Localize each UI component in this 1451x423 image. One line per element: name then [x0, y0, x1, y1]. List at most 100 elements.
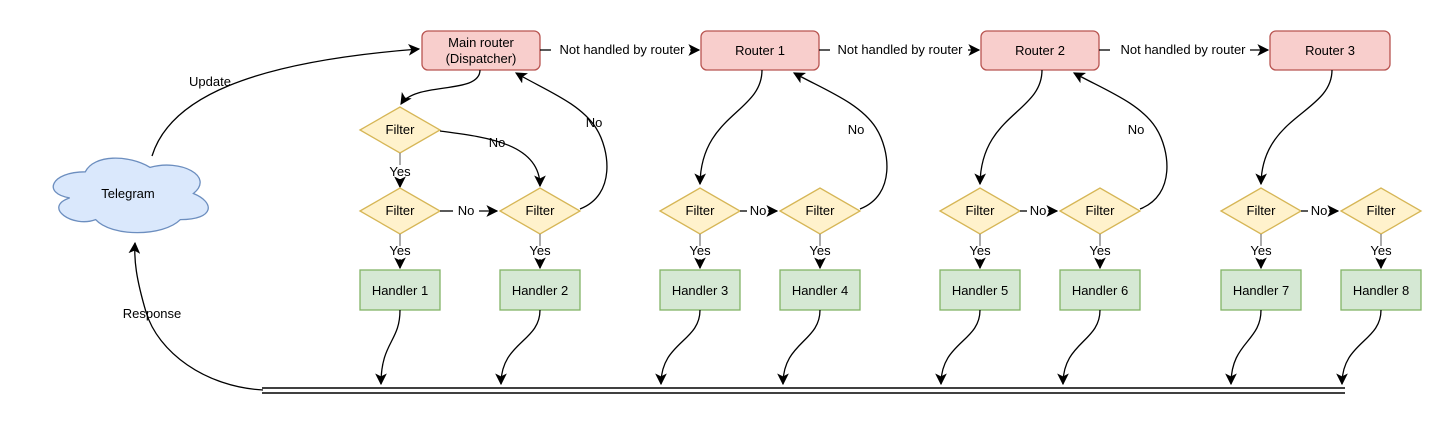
router3-filters-no-edge: No: [1301, 203, 1340, 218]
handler-3-node: Handler 3: [659, 269, 741, 311]
router-1-node: Router 1: [700, 30, 820, 71]
update-arrow: [151, 43, 421, 157]
router2-filters-no-edge: No: [1020, 203, 1059, 218]
router1-right-filter-diamond: [778, 187, 862, 235]
yes-label: Yes: [529, 243, 551, 258]
handler-4-box: [779, 269, 861, 311]
router1-no-loopback-edge: No: [792, 72, 888, 210]
not-handled-label-3: Not handled by router: [1120, 42, 1246, 57]
handler-1-label: Handler 1: [372, 283, 428, 298]
no-label: No: [489, 135, 506, 150]
handler-2-drop-edge: [495, 309, 541, 386]
filter-label: Filter: [1086, 203, 1116, 218]
no-curve: [439, 130, 546, 188]
handler-3-box: [659, 269, 741, 311]
handler-4-label: Handler 4: [792, 283, 848, 298]
handler-8-box: [1340, 269, 1422, 311]
handler-5-node: Handler 5: [939, 269, 1021, 311]
handler-2-label: Handler 2: [512, 283, 568, 298]
main-no-loopback-edge: No: [514, 72, 608, 210]
yes-label: Yes: [1250, 243, 1272, 258]
handler-7-label: Handler 7: [1233, 283, 1289, 298]
handler-3-label: Handler 3: [672, 283, 728, 298]
router1-filters-no-edge: No: [740, 203, 779, 218]
yes-label: Yes: [809, 243, 831, 258]
telegram-label: Telegram: [101, 186, 154, 201]
router1-left-filter-node: Filter: [658, 187, 742, 235]
handler-6-box: [1059, 269, 1141, 311]
response-label: Response: [123, 306, 182, 321]
router-1-label: Router 1: [735, 43, 785, 58]
filter-label: Filter: [1247, 203, 1277, 218]
router-2-label: Router 2: [1015, 43, 1065, 58]
main-router-node: Main router (Dispatcher): [421, 30, 541, 71]
main-router-label-line2: (Dispatcher): [446, 51, 517, 66]
handler-7-box: [1220, 269, 1302, 311]
router-2-node: Router 2: [980, 30, 1100, 71]
handler-1-box: [359, 269, 441, 311]
main-router-label-line1: Main router: [448, 35, 514, 50]
edge-router2-to-filter: [974, 69, 1043, 186]
no-label: No: [750, 203, 767, 218]
handler-1-node: Handler 1: [359, 269, 441, 311]
no-label: No: [1128, 122, 1145, 137]
filter-label: Filter: [1367, 203, 1397, 218]
not-handled-edge-1: Not handled by router: [540, 42, 701, 57]
main-top-filter-node: Filter: [358, 106, 442, 154]
handler-6-drop-edge: [1057, 309, 1101, 386]
router2-right-filter-diamond: [1058, 187, 1142, 235]
handler-5-drop-edge: [935, 309, 981, 386]
handler-5-label: Handler 5: [952, 283, 1008, 298]
handler-2-box: [499, 269, 581, 311]
cloud-icon: [52, 157, 209, 234]
router-3-label: Router 3: [1305, 43, 1355, 58]
router2-no-loopback-edge: No: [1072, 72, 1168, 210]
handler-5-box: [939, 269, 1021, 311]
router1-right-filter-node: Filter: [778, 187, 862, 235]
edge-main-to-top-filter: [400, 69, 481, 105]
router-3-box: [1269, 30, 1391, 71]
edge-router3-to-filter: [1255, 69, 1333, 186]
not-handled-label-2: Not handled by router: [837, 42, 963, 57]
handler-1-drop-edge: [375, 309, 401, 386]
handler-3-drop-edge: [655, 309, 701, 386]
main-filters-no-edge: No: [440, 203, 499, 218]
yes-label: Yes: [389, 243, 411, 258]
update-edge: Update: [151, 43, 421, 157]
handler-2-node: Handler 2: [499, 269, 581, 311]
filter-label: Filter: [526, 203, 556, 218]
no-label: No: [1030, 203, 1047, 218]
router3-left-filter-node: Filter: [1219, 187, 1303, 235]
telegram-cloud-node: Telegram: [52, 157, 209, 234]
no-label: No: [458, 203, 475, 218]
handler-4-drop-edge: [777, 309, 821, 386]
filter-label: Filter: [806, 203, 836, 218]
main-right-filter-diamond: [498, 187, 582, 235]
filter-label: Filter: [386, 122, 416, 137]
no-label: No: [848, 122, 865, 137]
handler-6-node: Handler 6: [1059, 269, 1141, 311]
filter-label: Filter: [686, 203, 716, 218]
handler-7-node: Handler 7: [1220, 269, 1302, 311]
main-right-filter-node: Filter: [498, 187, 582, 235]
yes-label: Yes: [389, 164, 411, 179]
yes-label: Yes: [689, 243, 711, 258]
router3-right-filter-node: Filter: [1339, 187, 1423, 235]
handler-8-label: Handler 8: [1353, 283, 1409, 298]
response-bus-line: [262, 387, 1345, 394]
no-loopback-curve: [514, 72, 608, 210]
response-arrow: [128, 241, 264, 391]
handler-4-node: Handler 4: [779, 269, 861, 311]
edge-router1-to-filter: [694, 69, 763, 186]
handler-7-drop-edge: [1225, 309, 1262, 386]
update-label: Update: [189, 74, 231, 89]
router-3-node: Router 3: [1269, 30, 1391, 71]
not-handled-label-1: Not handled by router: [559, 42, 685, 57]
yes-label: Yes: [1089, 243, 1111, 258]
main-top-filter-diamond: [358, 106, 442, 154]
not-handled-edge-2: Not handled by router: [819, 42, 981, 57]
filter-label: Filter: [966, 203, 996, 218]
yes-label: Yes: [969, 243, 991, 258]
